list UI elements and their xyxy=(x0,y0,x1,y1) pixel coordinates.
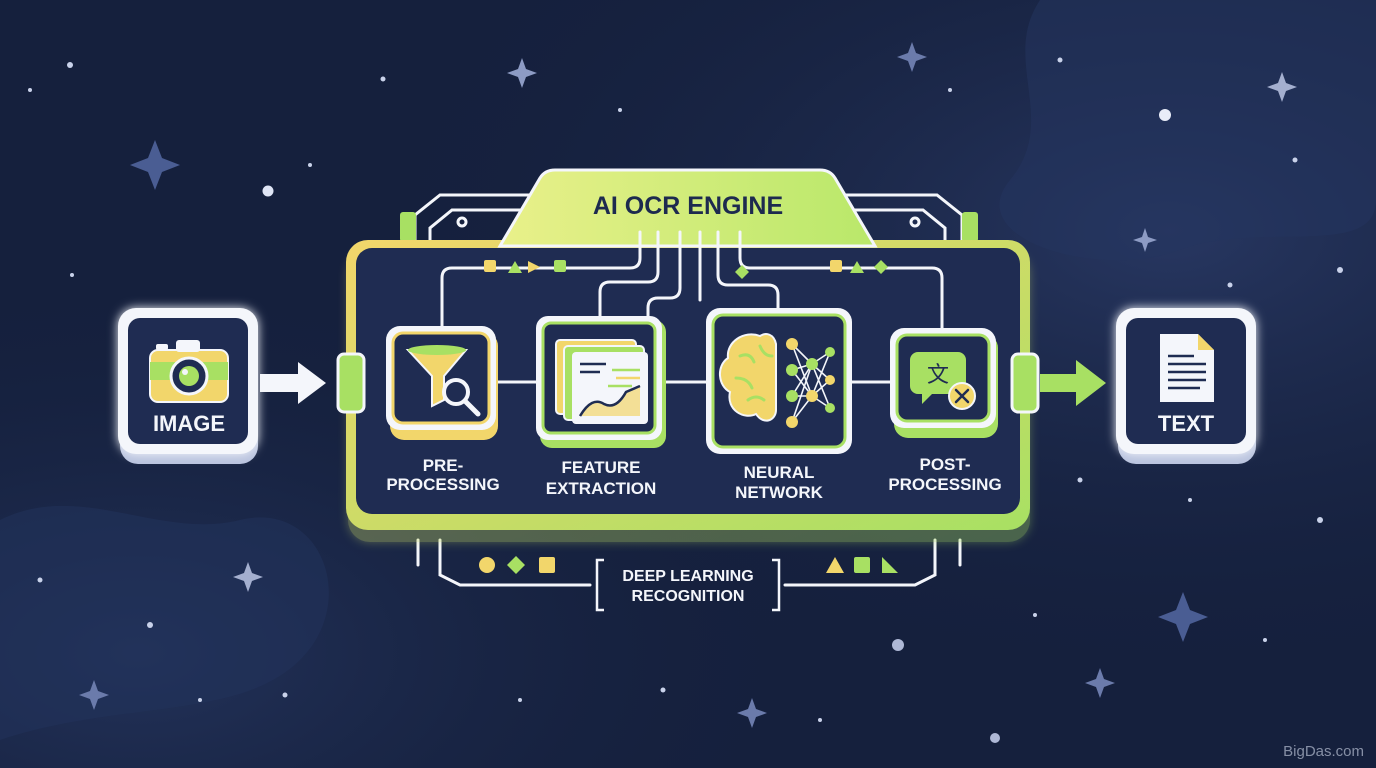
nebula-cloud xyxy=(999,0,1376,261)
svg-text:文: 文 xyxy=(927,363,949,388)
stage-postprocessing-label-2: PROCESSING xyxy=(888,475,1001,494)
circuit-accent-right xyxy=(962,212,978,242)
starfield xyxy=(28,57,1343,743)
circuit-accent-left xyxy=(400,212,416,242)
circuit-frame-back xyxy=(413,193,964,587)
input-label: IMAGE xyxy=(153,411,225,436)
engine-input-port xyxy=(336,352,366,414)
sparkles xyxy=(79,42,1297,728)
watermark: BigDas.com xyxy=(1283,743,1364,760)
engine-wiring xyxy=(440,230,944,384)
footer-brackets xyxy=(595,558,781,612)
input-arrow xyxy=(260,362,326,404)
footer-markers xyxy=(479,556,898,574)
output-arrow xyxy=(1040,360,1106,406)
stage-feature-extraction xyxy=(536,316,666,448)
funnel-magnifier-icon xyxy=(405,345,481,417)
stage-postprocessing-label-1: POST- xyxy=(919,455,970,474)
engine-title-tab xyxy=(497,168,878,248)
translate-check-icon: 文 xyxy=(910,352,976,410)
stage-postprocessing: 文 xyxy=(890,328,998,438)
stage-preprocessing xyxy=(386,326,498,440)
output-text-card: TEXT xyxy=(1116,308,1256,464)
nebula-cloud xyxy=(0,505,329,740)
footer-label-1: DEEP LEARNING xyxy=(622,568,753,585)
stage-neural-label-1: NEURAL xyxy=(744,463,815,482)
document-icon xyxy=(1160,334,1214,402)
stage-neural-label-2: NETWORK xyxy=(735,483,824,502)
signal-markers xyxy=(484,260,888,279)
footer-label-2: RECOGNITION xyxy=(632,588,745,605)
stage-preprocessing-label-1: PRE- xyxy=(423,456,464,475)
chart-layers-icon xyxy=(555,339,648,424)
stage-feature-label-2: EXTRACTION xyxy=(546,479,657,498)
engine-output-port xyxy=(1010,352,1040,414)
engine-title: AI OCR ENGINE xyxy=(593,192,783,220)
input-image-card: IMAGE xyxy=(118,308,258,464)
stage-neural-network xyxy=(706,308,852,454)
stage-feature-label-1: FEATURE xyxy=(561,458,640,477)
stage-preprocessing-label-2: PROCESSING xyxy=(386,475,499,494)
output-label: TEXT xyxy=(1158,411,1215,436)
camera-icon xyxy=(149,340,229,403)
brain-network-icon xyxy=(719,333,835,428)
